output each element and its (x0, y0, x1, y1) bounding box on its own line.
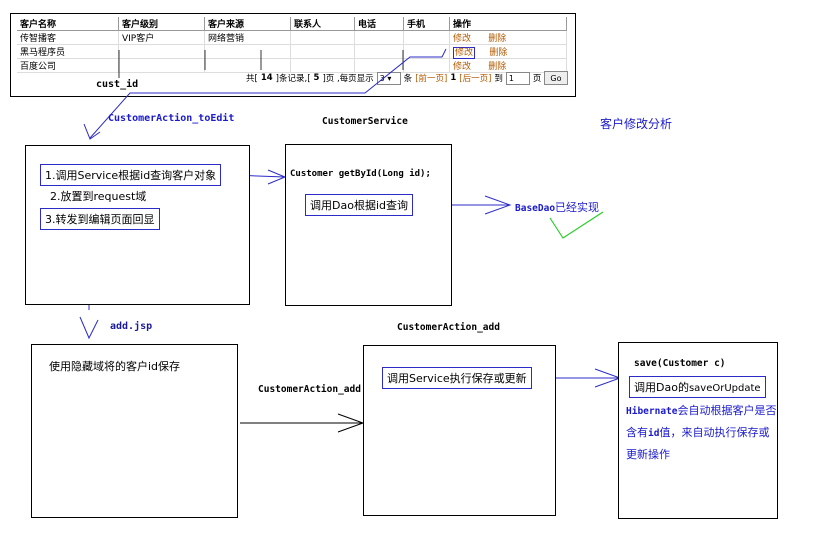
cell-name: 传智播客 (17, 30, 119, 45)
customer-service-box (285, 144, 452, 306)
edit-link[interactable]: 修改 (453, 34, 472, 44)
next-page-link[interactable]: [后一页] (459, 74, 492, 84)
get-by-id-signature: Customer getById(Long id); (290, 169, 431, 179)
prev-page-link[interactable]: [前一页] (415, 74, 448, 84)
add-action-arrow-label: CustomerAction_add (258, 384, 361, 395)
table-row: 黑马程序员 修改 删除 (17, 44, 567, 59)
cell-level: VIP客户 (118, 30, 205, 45)
col-actions: 操作 (449, 17, 567, 31)
hidden-field-note: 使用隐藏域将的客户id保存 (49, 360, 181, 373)
cell-name: 黑马程序员 (17, 44, 119, 59)
col-phone: 电话 (354, 17, 404, 31)
col-contact: 联系人 (290, 17, 355, 31)
toedit-action-label: CustomerAction_toEdit (108, 113, 235, 124)
edit-link[interactable]: 修改 (453, 47, 476, 59)
col-mobile: 手机 (403, 17, 450, 31)
edit-link[interactable]: 修改 (453, 62, 472, 72)
customer-service-label: CustomerService (322, 116, 408, 127)
call-service-save: 调用Service执行保存或更新 (382, 367, 532, 389)
hibernate-note: Hibernate会自动根据客户是否 含有id值，来自动执行保存或 更新操作 (626, 404, 777, 461)
col-source: 客户来源 (204, 17, 291, 31)
cell-name: 百度公司 (17, 58, 119, 73)
delete-link[interactable]: 删除 (489, 48, 508, 58)
delete-link[interactable]: 删除 (488, 62, 507, 72)
chevron-down-icon: ▾ (387, 73, 392, 83)
go-button[interactable]: Go (544, 71, 568, 85)
table-row: 传智播客 VIP客户 网络营销 修改 删除 (17, 30, 567, 45)
cust-id-label: cust_id (96, 79, 139, 90)
save-method-box (618, 342, 778, 519)
page-size-select[interactable]: 3 ▾ (376, 71, 401, 85)
col-name: 客户名称 (17, 17, 119, 31)
total-pages: 5 (313, 73, 320, 83)
call-dao-saveorupdate: 调用Dao的saveOrUpdate (629, 376, 766, 398)
add-jsp-box (31, 344, 238, 518)
basedao-note: BaseDao已经实现 (515, 201, 600, 214)
save-signature: save(Customer c) (634, 358, 726, 369)
goto-page-input[interactable]: 1 (505, 71, 530, 85)
step-put-request: 2.放置到request域 (50, 190, 147, 203)
cell-source: 网络营销 (204, 30, 291, 45)
customer-table: 客户名称 客户级别 客户来源 联系人 电话 手机 操作 传智播客 VIP客户 网… (17, 17, 567, 73)
pager: 共[14]条记录,[5]页 ,每页显示 3 ▾ 条 [前一页] 1 [后一页] … (246, 71, 568, 85)
table-row: 百度公司 修改 删除 (17, 58, 567, 73)
call-dao-query: 调用Dao根据id查询 (305, 194, 413, 216)
step-forward-edit: 3.转发到编辑页面回显 (40, 208, 160, 230)
current-page: 1 (450, 73, 457, 83)
total-records: 14 (260, 73, 273, 83)
add-jsp-label: add.jsp (110, 321, 153, 332)
delete-link[interactable]: 删除 (488, 34, 507, 44)
add-action-label-top: CustomerAction_add (397, 322, 500, 333)
diagram-title: 客户修改分析 (600, 117, 673, 131)
table-header-row: 客户名称 客户级别 客户来源 联系人 电话 手机 操作 (17, 17, 567, 31)
step-query-customer: 1.调用Service根据id查询客户对象 (40, 164, 222, 186)
col-level: 客户级别 (118, 17, 205, 31)
